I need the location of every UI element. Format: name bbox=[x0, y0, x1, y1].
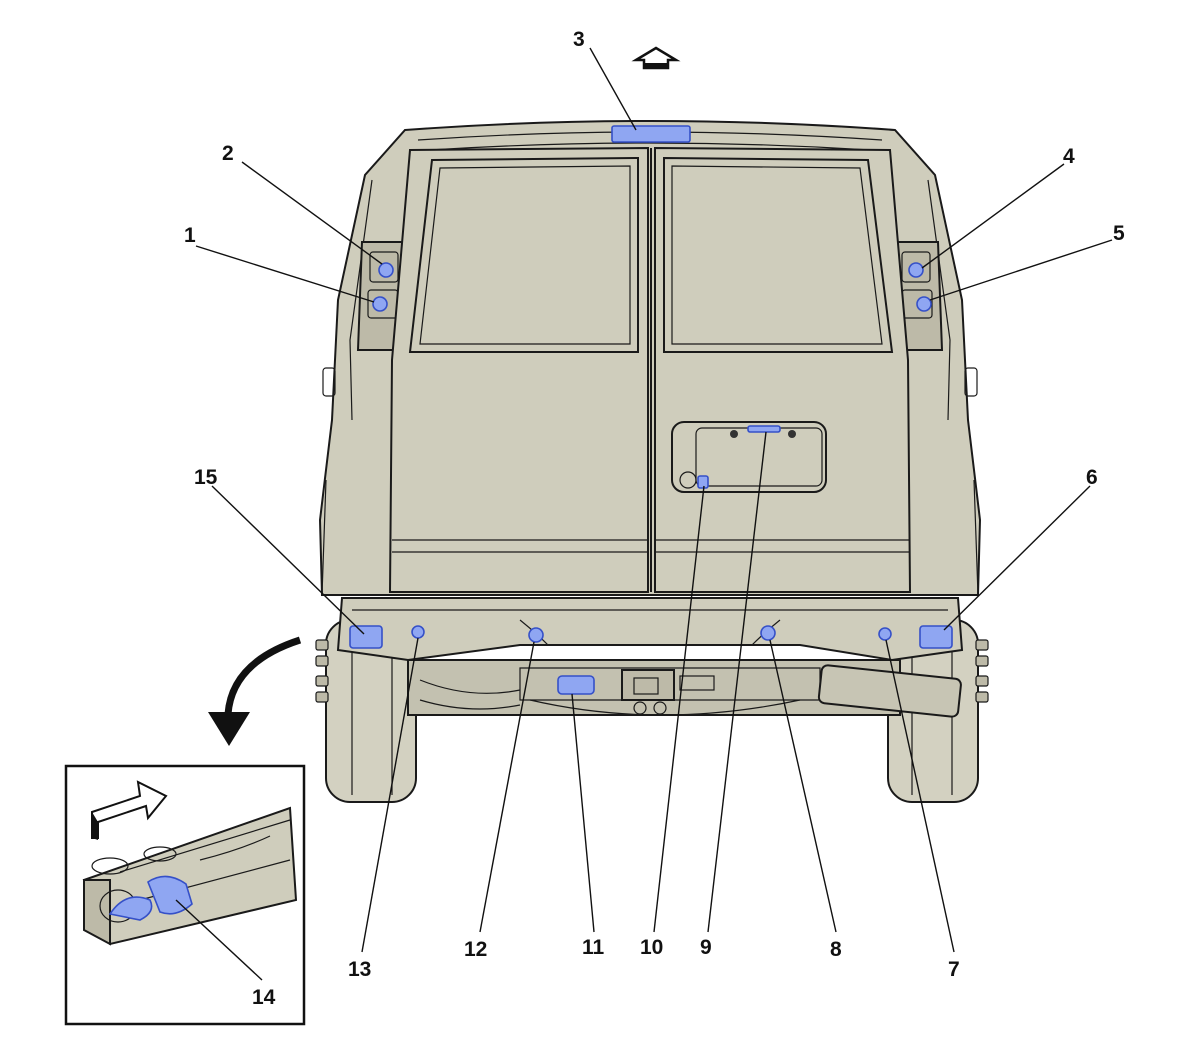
park-sensor-right-inner bbox=[760, 625, 776, 641]
left-rear-door bbox=[388, 146, 649, 593]
callout-5: 5 bbox=[1113, 222, 1125, 245]
leader-lines bbox=[175, 47, 1113, 981]
rear-bumper bbox=[336, 597, 964, 662]
detail-inset bbox=[64, 764, 306, 1026]
right-rear-door bbox=[650, 146, 912, 593]
callout-3: 3 bbox=[573, 28, 585, 51]
right-lower-lamp-bulb bbox=[916, 296, 932, 312]
callout-6: 6 bbox=[1086, 466, 1098, 489]
callout-1: 1 bbox=[184, 224, 196, 247]
door-switch bbox=[697, 475, 709, 489]
callout-12: 12 bbox=[464, 938, 487, 961]
callout-11: 11 bbox=[582, 936, 605, 959]
curved-arrow-icon bbox=[208, 636, 302, 746]
callout-7: 7 bbox=[948, 958, 960, 981]
license-lamp bbox=[747, 425, 781, 433]
callout-2: 2 bbox=[222, 142, 234, 165]
undercarriage bbox=[407, 659, 962, 718]
left-wheel-lugs bbox=[315, 639, 329, 703]
left-lower-lamp-bulb bbox=[372, 296, 388, 312]
right-upper-lamp-bulb bbox=[908, 262, 924, 278]
callout-15: 15 bbox=[194, 466, 218, 489]
trailer-connector bbox=[557, 675, 595, 695]
callout-8: 8 bbox=[830, 938, 842, 961]
chmsl-lamp bbox=[611, 125, 691, 143]
right-wheel-lugs bbox=[975, 639, 989, 703]
callout-14: 14 bbox=[252, 986, 276, 1009]
callout-10: 10 bbox=[640, 936, 663, 959]
left-corner-module bbox=[349, 625, 383, 649]
license-plate-recess bbox=[671, 421, 827, 493]
direction-arrow-icon bbox=[91, 780, 168, 840]
forward-arrow-icon bbox=[631, 46, 681, 70]
left-upper-lamp-bulb bbox=[378, 262, 394, 278]
callout-4: 4 bbox=[1063, 145, 1075, 168]
park-sensor-right-outer bbox=[878, 627, 892, 641]
trailer-harness-highlight bbox=[108, 875, 193, 921]
callout-9: 9 bbox=[700, 936, 712, 959]
park-sensor-left-outer bbox=[411, 625, 425, 639]
park-sensor-left-inner bbox=[528, 627, 544, 643]
right-corner-module bbox=[919, 625, 953, 649]
callout-13: 13 bbox=[348, 958, 371, 981]
